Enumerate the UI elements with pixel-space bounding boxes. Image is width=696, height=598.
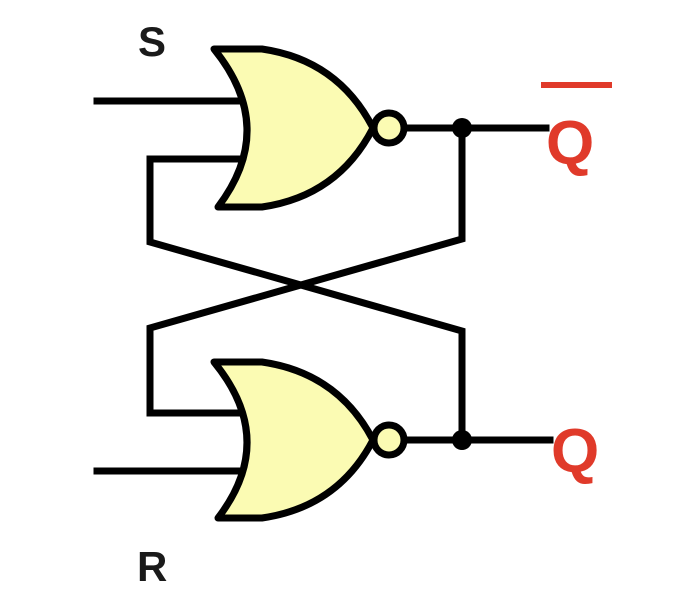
top-nor-gate-bubble [370, 109, 408, 147]
q-output-label: Q [551, 417, 599, 486]
bottom-nor-gate-body [210, 358, 377, 522]
q-junction-dot [452, 430, 472, 450]
bottom-nor-gate-bubble [370, 421, 408, 459]
bottom-nor-gate [210, 358, 408, 522]
s-input-label: S [138, 18, 166, 65]
top-nor-gate [210, 45, 408, 211]
feedback-wire-to-top-gate [146, 155, 466, 444]
q-bar-output-label: Q [546, 109, 594, 178]
feedback-wire-to-bottom-gate [146, 124, 466, 417]
q-bar-junction-dot [452, 118, 472, 138]
r-input-label: R [137, 543, 167, 590]
top-nor-gate-body [210, 45, 377, 211]
